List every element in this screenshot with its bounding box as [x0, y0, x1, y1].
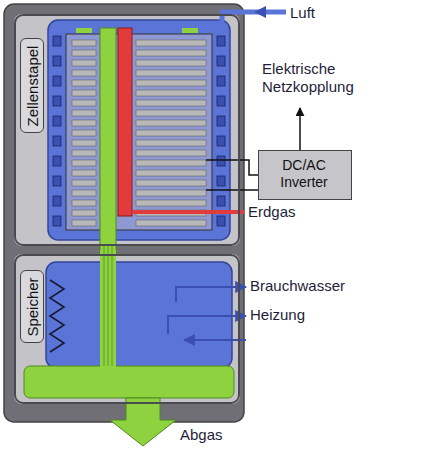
cell-plate	[136, 160, 206, 166]
heating-flow	[168, 316, 246, 334]
cell-plate	[136, 90, 206, 96]
panel-cell	[217, 156, 225, 166]
cell-plate	[136, 100, 206, 106]
heating-return	[184, 339, 246, 341]
air-chamber	[48, 20, 230, 240]
cell-plate	[72, 80, 96, 86]
gas-mark	[182, 28, 198, 33]
housing	[4, 4, 244, 422]
cell-plate	[72, 180, 96, 186]
cell-plate	[136, 50, 206, 56]
panel-cell	[217, 216, 225, 226]
panel-cell	[53, 176, 61, 186]
side-panels	[53, 36, 225, 226]
heating-label: Heizung	[250, 306, 305, 324]
storage-module	[14, 254, 240, 404]
heat-coil	[50, 280, 64, 352]
cell-plate	[136, 150, 206, 156]
module-name: Speicher	[25, 277, 40, 336]
gas-mark	[76, 28, 92, 33]
cell-plate	[72, 200, 96, 206]
cell-plate	[72, 170, 96, 176]
cell-plate	[72, 90, 96, 96]
cell-plate	[136, 180, 206, 186]
box-text: DC/AC Inverter	[267, 157, 341, 191]
cell-plate	[136, 190, 206, 196]
panel-cell	[53, 76, 61, 86]
cell-plate	[72, 120, 96, 126]
panel-cell	[53, 96, 61, 106]
panel-cell	[217, 76, 225, 86]
cell-plate	[136, 110, 206, 116]
cell-plate	[136, 40, 206, 46]
cell-plate	[72, 140, 96, 146]
cell-plate	[136, 120, 206, 126]
hot-water-label: Brauchwasser	[250, 277, 345, 295]
storage-module-box: Speicher	[14, 254, 240, 404]
wire-connector	[240, 160, 258, 175]
exhaust-tube	[100, 28, 116, 370]
cell-plate	[72, 210, 96, 216]
panel-cell	[217, 136, 225, 146]
inverter-box: DC/AC Inverter	[258, 150, 352, 200]
cell-plate	[136, 80, 206, 86]
panel-cell	[217, 96, 225, 106]
cell-plate	[72, 130, 96, 136]
exhaust-label: Abgas	[180, 426, 223, 444]
exhaust-arrow	[110, 398, 176, 446]
gas-label: Erdgas	[248, 203, 296, 221]
wire	[206, 159, 240, 161]
wire	[206, 189, 258, 191]
cell-plate	[72, 40, 96, 46]
grid-arrow	[299, 108, 301, 150]
panel-cell	[53, 36, 61, 46]
air-label: Luft	[290, 4, 315, 22]
cell-plate	[72, 160, 96, 166]
cell-plate	[136, 70, 206, 76]
cell-plate	[72, 50, 96, 56]
cell-plate	[136, 170, 206, 176]
cell-plate	[72, 150, 96, 156]
cell-plate	[72, 110, 96, 116]
gas-line	[132, 210, 244, 214]
panel-cell	[53, 116, 61, 126]
cell-plates	[72, 40, 206, 226]
exhaust-collector	[24, 366, 234, 398]
cell-plate	[136, 130, 206, 136]
cell-plate	[72, 70, 96, 76]
panel-cell	[53, 216, 61, 226]
module-label-box: Speicher	[20, 270, 44, 343]
panel-cell	[53, 196, 61, 206]
panel-cell	[217, 116, 225, 126]
panel-cell	[53, 56, 61, 66]
cell-plate	[72, 100, 96, 106]
cell-plate	[72, 220, 96, 226]
module-name: Zellenstapel	[25, 45, 40, 126]
cell-plate	[136, 220, 206, 226]
panel-cell	[217, 176, 225, 186]
panel-cell	[217, 196, 225, 206]
cell-stack	[66, 34, 212, 230]
cell-plate	[136, 200, 206, 206]
cell-plate	[72, 60, 96, 66]
panel-cell	[217, 36, 225, 46]
panel-cell	[217, 56, 225, 66]
hot-water-line	[176, 287, 246, 302]
gas-tube	[118, 28, 132, 216]
cell-plate	[136, 60, 206, 66]
panel-cell	[53, 136, 61, 146]
cell-plate	[136, 140, 206, 146]
grid-label: Elektrische Netzkopplung	[262, 60, 372, 96]
stack-module-box: Zellenstapel	[14, 14, 240, 246]
exhaust-tube	[100, 250, 116, 368]
air-arrowhead	[254, 6, 266, 18]
exhaust-tube-lines	[104, 250, 112, 366]
module-label-box: Zellenstapel	[20, 38, 44, 133]
cell-plate	[72, 190, 96, 196]
panel-cell	[53, 156, 61, 166]
